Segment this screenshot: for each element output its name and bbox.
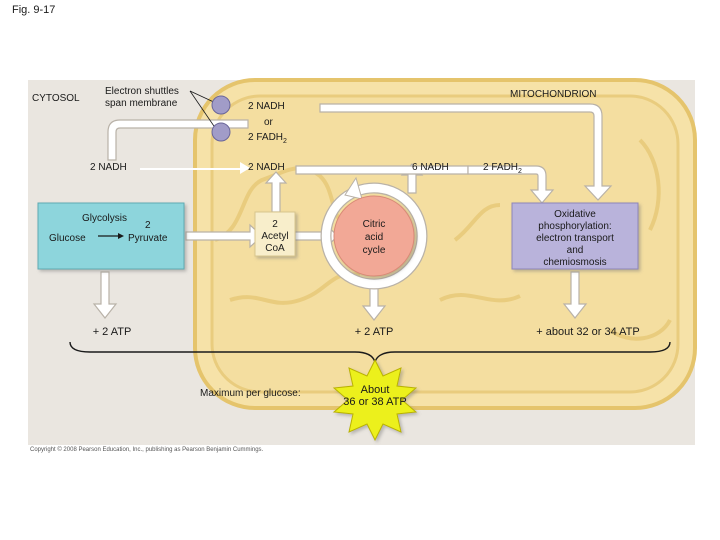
glycolysis-title: Glycolysis xyxy=(82,213,127,224)
oxphos-line4: and xyxy=(567,245,584,256)
burst-line2: 36 or 38 ATP xyxy=(343,396,406,408)
cycle-line3: cycle xyxy=(363,245,386,256)
fadh2-down-arrow xyxy=(467,165,555,204)
citric-acid-cycle-circle xyxy=(333,195,415,277)
pyruvate-label: Pyruvate xyxy=(128,233,168,244)
cycle-line2: acid xyxy=(365,232,383,243)
glycolysis-nadh: 2 NADH xyxy=(90,162,127,173)
shuttle-label-line2: span membrane xyxy=(105,98,178,109)
acetyl-up-arrow xyxy=(264,171,288,213)
mitochondrion-label: MITOCHONDRION xyxy=(510,89,596,100)
cytosol-label: CYTOSOL xyxy=(32,93,80,104)
acetyl-line3: CoA xyxy=(265,243,285,254)
cycle-fadh2: 2 FADH2 xyxy=(483,162,522,175)
oxphos-line1: Oxidative xyxy=(554,209,596,220)
figure-label: Fig. 9-17 xyxy=(12,4,56,16)
burst-line1: About xyxy=(361,384,390,396)
oxphos-atp: + about 32 or 34 ATP xyxy=(536,326,639,338)
shuttle-label-line1: Electron shuttles xyxy=(105,86,179,97)
shuttle-or: or xyxy=(264,117,274,128)
cytosol-nadh-arrow xyxy=(140,162,250,174)
arrows xyxy=(92,103,613,321)
cycle-ring-arrow xyxy=(320,176,428,290)
glycolysis-count: 2 xyxy=(145,220,151,231)
acetyl-line2: Acetyl xyxy=(261,231,288,242)
atp-burst xyxy=(332,358,418,442)
cycle-line1: Citric xyxy=(363,219,386,230)
acetyl-coa-box xyxy=(254,211,296,257)
shuttle-proteins xyxy=(189,90,231,142)
nadh-shuttle-arrow xyxy=(107,119,249,161)
oxphos-line2: phosphorylation: xyxy=(538,221,611,232)
max-per-glucose-label: Maximum per glucose: xyxy=(200,388,301,399)
cycle-atp: + 2 ATP xyxy=(355,326,394,338)
shuttle-fadh2: 2 FADH2 xyxy=(248,132,287,145)
shuttle-nadh: 2 NADH xyxy=(248,101,285,112)
oxphos-atp-arrow xyxy=(562,271,588,319)
glycolysis-atp: + 2 ATP xyxy=(93,326,132,338)
oxphos-line3: electron transport xyxy=(536,233,614,244)
oxphos-line5: chemiosmosis xyxy=(543,257,606,268)
shuttle-to-oxphos-arrow xyxy=(319,103,613,201)
oxphos-box xyxy=(511,202,639,270)
shuttle-protein-top xyxy=(211,95,231,115)
acetyl-nadh: 2 NADH xyxy=(248,162,285,173)
cycle-nadh: 6 NADH xyxy=(412,162,449,173)
acetyl-line1: 2 xyxy=(272,219,278,230)
shuttle-protein-bottom xyxy=(211,122,231,142)
glucose-label: Glucose xyxy=(49,233,86,244)
copyright-notice: Copyright © 2008 Pearson Education, Inc.… xyxy=(30,447,264,453)
glycolysis-atp-arrow xyxy=(92,271,118,319)
